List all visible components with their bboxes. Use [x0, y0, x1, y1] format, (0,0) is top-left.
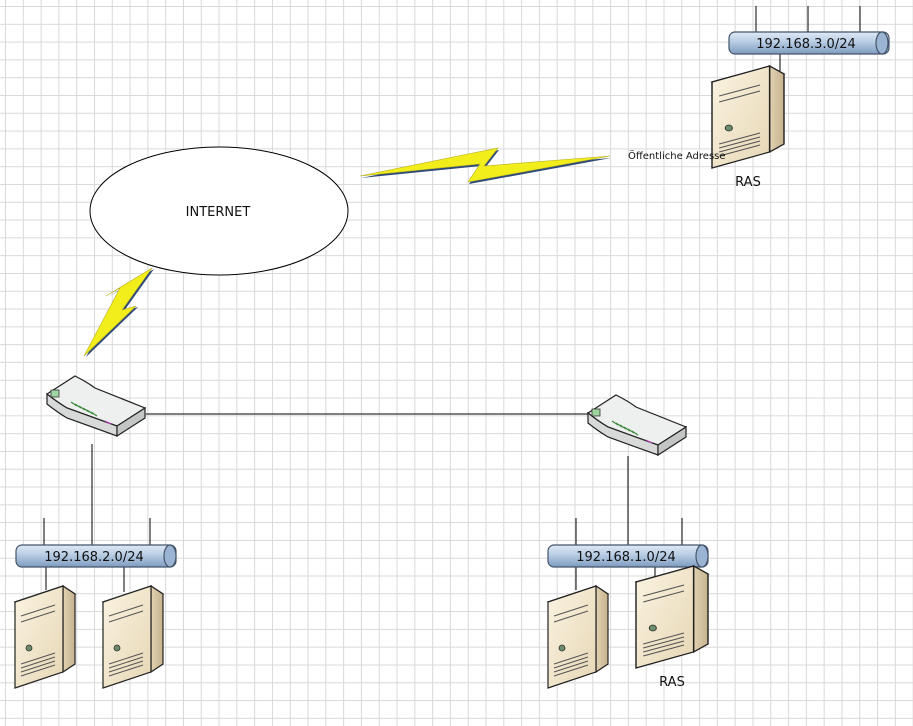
- cloud-ellipse: [89, 146, 349, 276]
- router-icon: [46, 375, 146, 437]
- lightning-icon: [83, 267, 154, 357]
- network-bus-net2: 192.168.2.0/24: [15, 544, 177, 568]
- ras-top-label: RAS: [735, 175, 761, 190]
- server-icon: [102, 585, 164, 689]
- public-address-label: Öffentliche Adresse: [628, 149, 726, 162]
- network-label-net1: 192.168.1.0/24: [576, 550, 676, 565]
- server-icon: [547, 585, 609, 689]
- lightning-icon: [359, 147, 611, 184]
- links: [43, 6, 861, 592]
- server-icon: [635, 565, 709, 669]
- router-icon: [587, 394, 687, 456]
- network-bus-net3: 192.168.3.0/24: [728, 31, 890, 55]
- network-bus-net1: 192.168.1.0/24: [547, 544, 709, 568]
- network-label-net3: 192.168.3.0/24: [756, 37, 856, 52]
- network-label-net2: 192.168.2.0/24: [44, 550, 144, 565]
- internet-cloud: INTERNET: [89, 146, 349, 276]
- cloud-label: INTERNET: [186, 205, 251, 220]
- ras-bottom-label: RAS: [659, 675, 685, 690]
- server-icon: [14, 585, 76, 689]
